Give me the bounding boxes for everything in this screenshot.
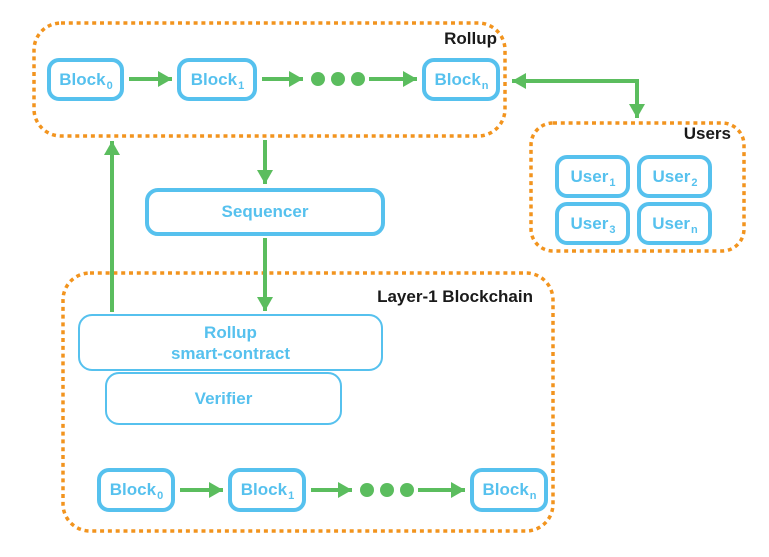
rollup-ellipsis-dot bbox=[331, 72, 345, 86]
user-box-3: User3 bbox=[555, 202, 630, 245]
verifier-box: Verifier bbox=[105, 372, 342, 425]
user-box-2: User2 bbox=[637, 155, 712, 198]
block-label: Block0 bbox=[109, 480, 164, 502]
rollup-block-1: Block1 bbox=[177, 58, 257, 101]
block-label: Block0 bbox=[59, 69, 113, 92]
sequencer-box: Sequencer bbox=[145, 188, 385, 236]
l1-ellipsis-dot bbox=[400, 483, 414, 497]
rollup-container-label: Rollup bbox=[444, 29, 497, 48]
block-label: Blockn bbox=[434, 69, 489, 92]
block-label: Block1 bbox=[190, 69, 245, 92]
smart-contract-label-line1: Rollup bbox=[204, 322, 257, 342]
block-label: Block1 bbox=[240, 480, 295, 502]
user-label: User1 bbox=[570, 166, 616, 189]
user-label: User3 bbox=[570, 213, 616, 236]
user-label: User2 bbox=[652, 166, 698, 189]
layer1-block-1: Block1 bbox=[228, 468, 306, 512]
layer1-block-n: Blockn bbox=[470, 468, 548, 512]
rollup-ellipsis-dot bbox=[311, 72, 325, 86]
rollup-ellipsis-dot bbox=[351, 72, 365, 86]
smart-contract-label-line2: smart-contract bbox=[170, 343, 291, 363]
rollup-smart-contract-box: Rollup smart-contract bbox=[78, 314, 383, 371]
block-label: Blockn bbox=[482, 480, 537, 502]
l1-ellipsis-dot bbox=[380, 483, 394, 497]
layer1-block-0: Block0 bbox=[97, 468, 175, 512]
layer1-container-label: Layer-1 Blockchain bbox=[377, 287, 533, 306]
users-container-label: Users bbox=[683, 124, 731, 143]
user-label: Usern bbox=[652, 213, 698, 236]
rollup-block-0: Block0 bbox=[47, 58, 124, 101]
rollup-block-n: Blockn bbox=[422, 58, 500, 101]
l1-ellipsis-dot bbox=[360, 483, 374, 497]
user-box-n: Usern bbox=[637, 202, 712, 245]
arrow-rollup-users-bidirectional bbox=[512, 73, 645, 118]
user-box-1: User1 bbox=[555, 155, 630, 198]
verifier-label: Verifier bbox=[194, 388, 253, 408]
sequencer-label: Sequencer bbox=[221, 202, 309, 221]
